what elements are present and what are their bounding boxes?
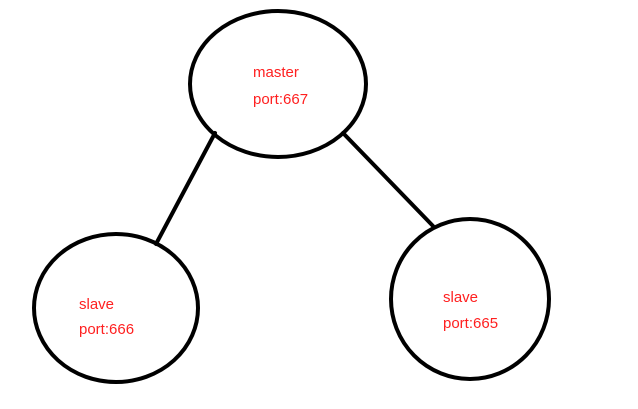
slave-right-node-port: port:665 (443, 315, 498, 332)
slave-left-node-circle (32, 232, 200, 384)
slave-node-right: slave port:665 (389, 217, 551, 381)
slave-node-left: slave port:666 (32, 232, 200, 384)
slave-left-node-port: port:666 (79, 321, 134, 338)
slave-left-node-role: slave (79, 296, 114, 313)
master-node-role: master (253, 64, 299, 81)
slave-right-node-role: slave (443, 289, 478, 306)
master-node-port: port:667 (253, 91, 308, 108)
edge-master-to-slave-right (341, 131, 435, 228)
slave-right-node-circle (389, 217, 551, 381)
master-node-circle (188, 9, 368, 159)
edge-master-to-slave-left (154, 131, 217, 246)
master-node: master port:667 (188, 9, 368, 159)
